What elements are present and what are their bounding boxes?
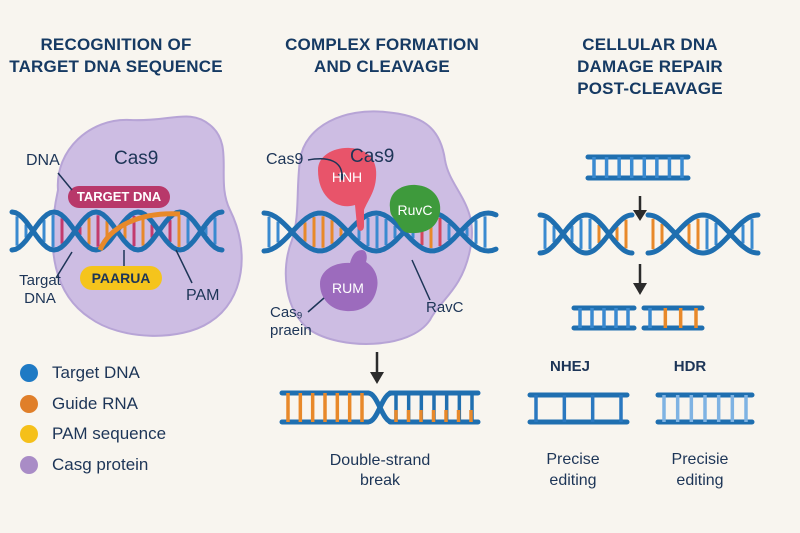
legend-item-pam-sequence: PAM sequence (20, 419, 166, 450)
dna-strand (645, 212, 761, 256)
ravc-label: RavC (426, 299, 464, 316)
cas9-pointer-arrowhead (338, 174, 346, 181)
dna-crossover (367, 390, 393, 425)
cas9-protein-swatch (20, 455, 38, 474)
nhej-label: NHEJ (549, 358, 590, 375)
panel-2-title-line-2: AND CLEAVAGE (314, 57, 450, 76)
panel-3-title-line-3: POST-CLEAVAGE (577, 79, 723, 98)
pam-badge (80, 266, 162, 290)
dna-strand (645, 212, 761, 256)
repair-arrow-1-head (633, 210, 647, 221)
hnh-label: HNH (331, 169, 363, 185)
double-strand-break-label: Double-strand break (320, 451, 440, 491)
cas9-protein-label-line-1: Cas₉ (270, 304, 303, 321)
nhej-dna (527, 392, 630, 425)
dna-helix-1 (9, 209, 225, 253)
legend-label: Target DNA (52, 363, 140, 383)
panel-1-title-line-1: RECOGNITION OF (40, 35, 192, 54)
panel-2-title-line-1: COMPLEX FORMATION (285, 35, 479, 54)
panel-1-title-line-2: TARGET DNA SEQUENCE (9, 57, 223, 76)
nhej-result-label: Precise editing (533, 449, 613, 491)
target-dna-pointer-line (55, 251, 73, 279)
ruvc-label: RuvC (397, 202, 433, 218)
pam-badge-text: PAARUA (91, 270, 151, 286)
hdr-result-label: Precisie editing (655, 449, 745, 491)
pam-label-pointer-line (175, 249, 193, 284)
repair-dna-initial (585, 154, 691, 181)
cleavage-arrowhead (370, 372, 384, 384)
rum-label: RUM (332, 280, 364, 296)
cas9-pointer-arrow (307, 158, 343, 177)
dna-label: DNA (26, 152, 60, 169)
legend-label: Guide RNA (52, 393, 138, 413)
legend-item-cas9-protein: Casg protein (20, 450, 166, 481)
target-dna-label: Targat DNA (10, 272, 70, 308)
cas9-pointer-label: Cas9 (266, 151, 304, 168)
dna-strand (537, 212, 635, 256)
rum-domain (320, 250, 378, 312)
hnh-domain (318, 147, 377, 231)
pam-label: PAM (186, 287, 220, 304)
target-dna-label-line-1: Targat (19, 272, 61, 289)
target-dna-label-line-2: DNA (24, 290, 56, 307)
repair-dna-fragments (571, 305, 705, 331)
guide-rna-strand (97, 211, 181, 252)
double-strand-break-label-line-2: break (359, 472, 401, 489)
ruvc-domain (389, 184, 441, 234)
pam-sequence-swatch (20, 425, 38, 444)
legend-label: Casg protein (52, 454, 149, 474)
panel-1-title: RECOGNITION OF TARGET DNA SEQUENCE (0, 34, 232, 78)
panel-3-title-line-1: CELLULAR DNA (582, 35, 718, 54)
target-dna-badge (68, 186, 170, 208)
legend-item-target-dna: Target DNA (20, 358, 166, 389)
dna-pointer-line (57, 172, 73, 191)
dna-strand (537, 212, 635, 256)
panel-3-title-line-2: DAMAGE REPAIR (577, 57, 723, 76)
nhej-result-label-line-1: Precise (546, 451, 600, 468)
cas9-protein-pointer-line (307, 297, 325, 313)
panel-2-title: COMPLEX FORMATION AND CLEAVAGE (262, 34, 502, 78)
cas9-protein-label: Cas₉ praein (270, 304, 312, 340)
hdr-result-label-line-1: Precisie (671, 451, 729, 468)
double-strand-break-dna (279, 390, 481, 425)
cas9-label-1: Cas9 (114, 148, 159, 169)
legend: Target DNA Guide RNA PAM sequence Casg p… (20, 358, 166, 480)
legend-item-guide-rna: Guide RNA (20, 389, 166, 420)
cas9-label-2: Cas9 (350, 146, 395, 167)
dna-helix-2 (261, 210, 499, 254)
cas9-protein-label-line-2: praein (270, 322, 312, 339)
dna-strand (261, 210, 499, 254)
legend-label: PAM sequence (52, 424, 167, 444)
target-dna-swatch (20, 364, 38, 383)
panel-3-title: CELLULAR DNA DAMAGE REPAIR POST-CLEAVAGE (540, 34, 760, 100)
repair-arrow-2-head (633, 283, 647, 295)
guide-rna-swatch (20, 394, 38, 413)
nhej-result-label-line-2: editing (549, 472, 597, 489)
repair-dna-cut (537, 212, 761, 256)
dna-strand (261, 210, 499, 254)
hdr-result-label-line-2: editing (676, 472, 724, 489)
hdr-dna (655, 392, 755, 425)
double-strand-break-label-line-1: Double-strand (329, 452, 431, 469)
ravc-pointer-line (411, 259, 431, 301)
hdr-label: HDR (673, 358, 707, 375)
target-dna-badge-text: TARGET DNA (76, 189, 162, 204)
